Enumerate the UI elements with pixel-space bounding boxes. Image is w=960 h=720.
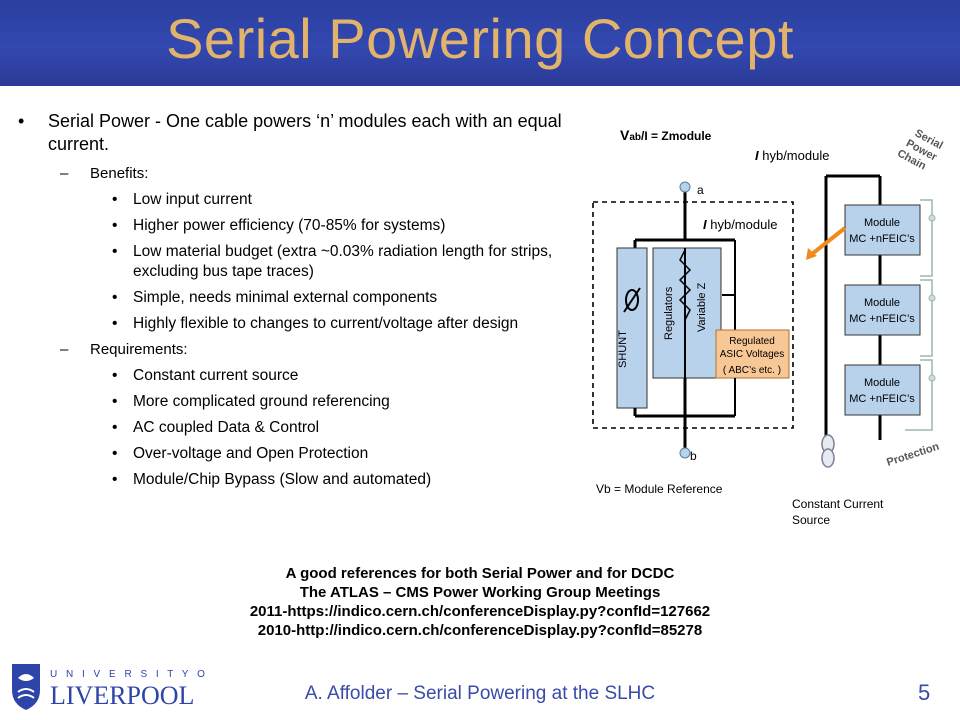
serial-power-chain-label: Serial Power Chain [895,127,945,172]
shunt-slash [623,287,641,313]
ihyb-outer-label: I hyb/module [755,148,829,163]
regulated-line-3: ( ABC’s etc. ) [723,365,781,376]
reference-link[interactable]: 2011-https://indico.cern.ch/conferenceDi… [249,603,711,620]
module-box [844,364,921,416]
bullet-item: •AC coupled Data & Control [112,419,320,436]
protection-label: Protection [885,441,941,469]
vab-label: Vab/I = Zmodule [620,127,712,143]
zoom-arrow [810,226,847,256]
serial-power-diagram: Vab/I = Zmodule a I hyb/module SHUNT Reg… [592,127,945,527]
node-a-label: a [697,183,704,197]
reference-link[interactable]: 2010-http://indico.cern.ch/conferenceDis… [257,622,703,639]
node-b [679,447,691,459]
bullet-item: •Highly flexible to changes to current/v… [112,315,519,332]
regulated-line-1: Regulated [729,336,775,347]
reference-line: A good references for both Serial Power … [285,565,675,582]
bypass-1 [920,199,933,277]
variable-z-label: Variable Z [696,282,708,332]
title-bar: Serial Powering Concept [0,0,960,86]
source-label-1: Constant Current [792,497,884,511]
module-box [844,284,921,336]
shunt-symbol [625,289,639,311]
module-label: Module [864,297,900,309]
reference-line: The ATLAS – CMS Power Working Group Meet… [299,584,661,601]
bullet-item: •More complicated ground referencing [112,393,390,410]
bullet-item: •Module/Chip Bypass (Slow and automated) [112,471,432,488]
bullet-item: •Serial Power - One cable powers ‘n’ mod… [18,111,562,154]
bullet-list: •Serial Power - One cable powers ‘n’ mod… [18,110,578,496]
bullet-item: •Low input current [112,191,252,208]
bullet-item: •Constant current source [112,367,299,384]
bullet-item: •Simple, needs minimal external componen… [112,289,438,306]
regulators-label: Regulators [663,286,675,340]
footer-text: A. Affolder – Serial Powering at the SLH… [304,683,656,704]
bullet-item: •Over-voltage and Open Protection [112,445,369,462]
bullet-item: •Low material budget (extra ~0.03% radia… [112,243,553,280]
ihyb-inner-label: I hyb/module [703,217,777,232]
module-sublabel: MC +nFEIC’s [849,313,915,325]
bypass-node-3 [928,374,936,382]
bypass-node-2 [928,294,936,302]
university-logo: U N I V E R S I T Y O F LIVERPOOL [12,664,210,710]
bullet-item: •Higher power efficiency (70-85% for sys… [112,217,446,234]
regulated-voltages-box [715,329,790,379]
bypass-3 [905,359,933,431]
regulators-block [652,247,722,379]
logo-liverpool: LIVERPOOL [50,681,194,710]
bypass-2 [920,279,933,357]
module-sublabel: MC +nFEIC’s [849,233,915,245]
current-source-symbol-2 [821,448,835,468]
module-sublabel: MC +nFEIC’s [849,393,915,405]
slide-title: Serial Powering Concept [166,7,794,70]
module-box [844,204,921,256]
module-boundary [592,201,794,429]
page-number: 5 [918,680,931,705]
node-a [679,181,691,193]
module-label: Module [864,377,900,389]
source-label-2: Source [792,513,830,527]
references-block: A good references for both Serial Power … [0,564,960,640]
bypass-node-1 [928,214,936,222]
logo-university-of: U N I V E R S I T Y O F [50,669,210,680]
regulated-line-2: ASIC Voltages [720,349,784,360]
module-label: Module [864,217,900,229]
vb-label: Vb = Module Reference [596,482,723,496]
liver-bird-icon [18,674,34,681]
shield-wave-1 [17,688,35,693]
shield-wave-2 [17,694,35,699]
shunt-block [616,247,648,409]
node-b-label: b [690,449,697,463]
sub-heading-benefits: –Benefits: [60,165,149,182]
shunt-label: SHUNT [617,330,629,368]
zoom-arrowhead [806,248,817,260]
sub-heading-requirements: – Requirements: [60,341,188,358]
